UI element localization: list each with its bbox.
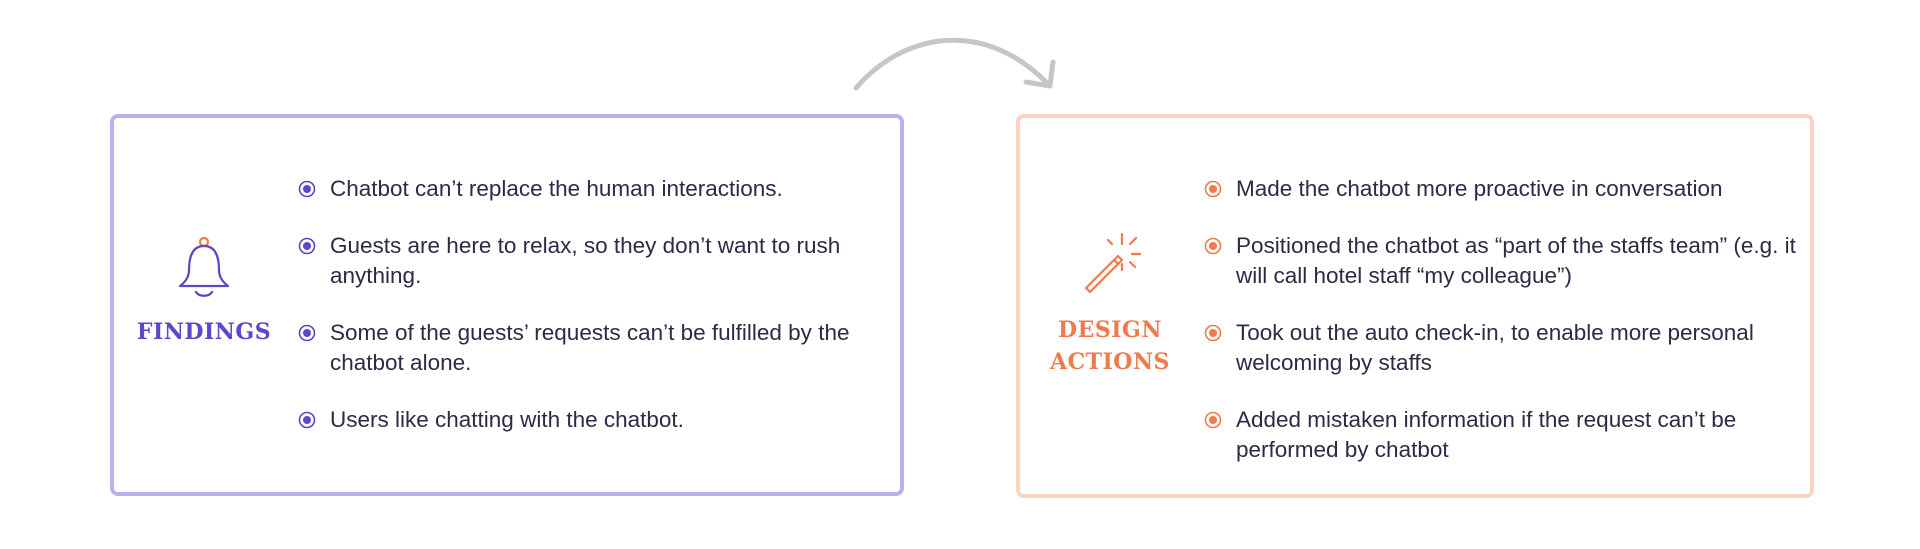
bullet-dot-icon	[1204, 237, 1222, 255]
bullet-dot-icon	[1204, 411, 1222, 429]
finding-text: Chatbot can’t replace the human interact…	[330, 176, 783, 201]
list-item: Added mistaken information if the reques…	[1204, 405, 1804, 465]
list-item: Took out the auto check-in, to enable mo…	[1204, 318, 1804, 378]
design-action-text: Took out the auto check-in, to enable mo…	[1236, 320, 1754, 375]
bullet-dot-icon	[298, 237, 316, 255]
findings-header: FINDINGS	[134, 236, 274, 348]
design-action-text: Added mistaken information if the reques…	[1236, 407, 1737, 462]
findings-title: FINDINGS	[136, 319, 272, 345]
finding-text: Guests are here to relax, so they don’t …	[330, 233, 841, 288]
list-item: Chatbot can’t replace the human interact…	[298, 174, 888, 204]
design-action-text: Made the chatbot more proactive in conve…	[1236, 176, 1723, 201]
magic-wand-icon	[1084, 232, 1142, 294]
list-item: Some of the guests’ requests can’t be fu…	[298, 318, 888, 378]
bullet-dot-icon	[298, 411, 316, 429]
finding-text: Users like chatting with the chatbot.	[330, 407, 684, 432]
design-actions-header: DESIGN ACTIONS	[1040, 230, 1180, 378]
design-actions-panel: DESIGN ACTIONS Made the chatbot more pro…	[1016, 114, 1814, 498]
bullet-dot-icon	[1204, 324, 1222, 342]
design-action-text: Positioned the chatbot as “part of the s…	[1236, 233, 1796, 288]
curved-arrow-right-icon	[853, 37, 1056, 91]
list-item: Users like chatting with the chatbot.	[298, 405, 888, 435]
list-item: Positioned the chatbot as “part of the s…	[1204, 231, 1804, 291]
design-actions-title: DESIGN ACTIONS	[1050, 317, 1170, 375]
finding-text: Some of the guests’ requests can’t be fu…	[330, 320, 850, 375]
bullet-dot-icon	[298, 324, 316, 342]
findings-panel: FINDINGS Chatbot can’t replace the human…	[110, 114, 904, 496]
bullet-dot-icon	[298, 180, 316, 198]
list-item: Made the chatbot more proactive in conve…	[1204, 174, 1804, 204]
design-actions-list: Made the chatbot more proactive in conve…	[1204, 174, 1804, 492]
bullet-dot-icon	[1204, 180, 1222, 198]
list-item: Guests are here to relax, so they don’t …	[298, 231, 888, 291]
bell-icon	[178, 236, 230, 297]
findings-list: Chatbot can’t replace the human interact…	[298, 174, 888, 462]
